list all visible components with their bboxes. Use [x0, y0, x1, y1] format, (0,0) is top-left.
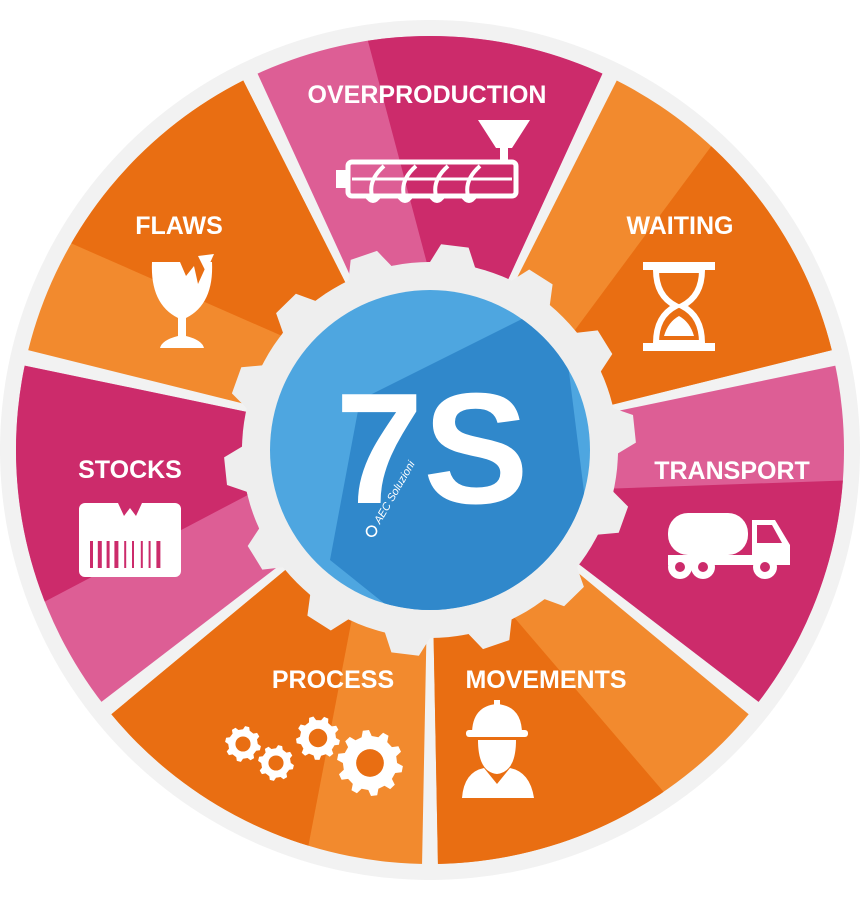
center-title: 7S — [335, 361, 528, 537]
label-waiting: WAITING — [627, 212, 734, 240]
tanker-truck-icon — [668, 513, 790, 579]
worker-hardhat-icon — [462, 700, 534, 798]
label-transport: TRANSPORT — [654, 457, 810, 485]
center-shadow — [330, 300, 590, 610]
segment-overproduction — [238, 36, 622, 314]
hourglass-icon — [643, 262, 715, 351]
label-process: PROCESS — [272, 666, 394, 694]
segment-process — [75, 545, 428, 864]
barcode-box-icon — [79, 503, 181, 577]
label-overproduction: OVERPRODUCTION — [308, 81, 547, 109]
aec-logo-icon — [365, 525, 378, 537]
segment-waiting — [497, 39, 844, 414]
center-badge: 7S AEC Soluzioni — [270, 290, 590, 610]
label-flaws: FLAWS — [135, 212, 223, 240]
segment-flaws — [16, 39, 363, 414]
label-movements: MOVEMENTS — [465, 666, 626, 694]
barcode — [90, 541, 161, 568]
broken-glass-icon — [151, 254, 214, 348]
gears-icon — [225, 716, 403, 796]
label-stocks: STOCKS — [78, 456, 182, 484]
extruder-icon — [336, 120, 530, 203]
